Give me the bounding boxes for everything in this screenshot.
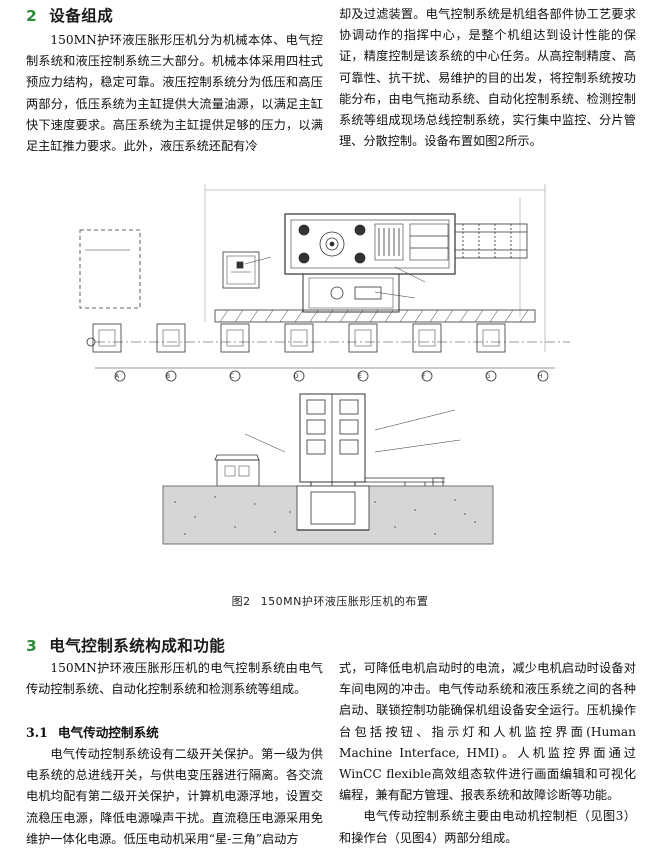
section-2-heading: 2 设备组成 bbox=[26, 4, 113, 26]
section-3-number: 3 bbox=[26, 637, 38, 655]
subsection-3-1-title: 电气传动控制系统 bbox=[57, 725, 159, 740]
section-3-heading: 3 电气控制系统构成和功能 bbox=[26, 634, 225, 656]
figure-2-caption: 图2 150MN护环液压胀形压机的布置 bbox=[0, 593, 660, 609]
subsection-3-1-paragraph-2: 式，可降低电机启动时的电流，减少电机启动时设备对车间电网的冲击。电气传动系统和液… bbox=[339, 661, 636, 803]
subsection-3-1-number: 3.1 bbox=[26, 725, 48, 740]
layout-drawing-svg: A B C D E F G H bbox=[79, 184, 570, 545]
column-mark-c: C bbox=[230, 373, 234, 380]
section-2-left-column: 150MN护环液压胀形压机分为机械本体、电气控制系统和液压控制系统三大部分。机械… bbox=[26, 30, 323, 157]
section-2-paragraph-2: 却及过滤装置。电气控制系统是机组各部件协工艺要求协调动作的指挥中心，是整个机组达… bbox=[339, 7, 636, 149]
column-mark-g: G bbox=[486, 373, 491, 380]
subsection-3-1-paragraph-3: 电气传动控制系统主要由电动机控制柜（见图3）和操作台（见图4）两部分组成。 bbox=[339, 809, 636, 845]
column-mark-e: E bbox=[358, 373, 362, 380]
section-2-right-column: 却及过滤装置。电气控制系统是机组各部件协工艺要求协调动作的指挥中心，是整个机组达… bbox=[339, 4, 636, 152]
subsection-3-1-paragraph-1: 电气传动控制系统设有二级开关保护。第一级为供电系统的总进线开关，与供电变压器进行… bbox=[26, 747, 323, 846]
section-2-number: 2 bbox=[26, 7, 38, 25]
figure-2-drawing: A B C D E F G H bbox=[75, 172, 590, 577]
subsection-3-1-left-column: 电气传动控制系统设有二级开关保护。第一级为供电系统的总进线开关，与供电变压器进行… bbox=[26, 744, 323, 850]
section-3-intro: 150MN护环液压胀形压机的电气控制系统由电气传动控制系统、自动化控制系统和检测… bbox=[26, 661, 323, 697]
figure-2-caption-text: 150MN护环液压胀形压机的布置 bbox=[260, 595, 429, 608]
column-mark-b: B bbox=[166, 373, 170, 380]
column-mark-f: F bbox=[422, 373, 426, 380]
section-2-title: 设备组成 bbox=[49, 7, 114, 25]
column-mark-d: D bbox=[294, 373, 299, 380]
column-mark-a: A bbox=[115, 373, 120, 380]
section-3-right-column: 式，可降低电机启动时的电流，减少电机启动时设备对车间电网的冲击。电气传动系统和液… bbox=[339, 658, 636, 849]
section-2-paragraph-1: 150MN护环液压胀形压机分为机械本体、电气控制系统和液压控制系统三大部分。机械… bbox=[26, 33, 323, 154]
subsection-3-1-heading: 3.1 电气传动控制系统 bbox=[26, 722, 159, 741]
column-mark-h: H bbox=[538, 373, 543, 380]
figure-2-label: 图2 bbox=[231, 595, 251, 608]
section-3-title: 电气控制系统构成和功能 bbox=[49, 637, 226, 655]
section-3-left-column: 150MN护环液压胀形压机的电气控制系统由电气传动控制系统、自动化控制系统和检测… bbox=[26, 658, 323, 700]
